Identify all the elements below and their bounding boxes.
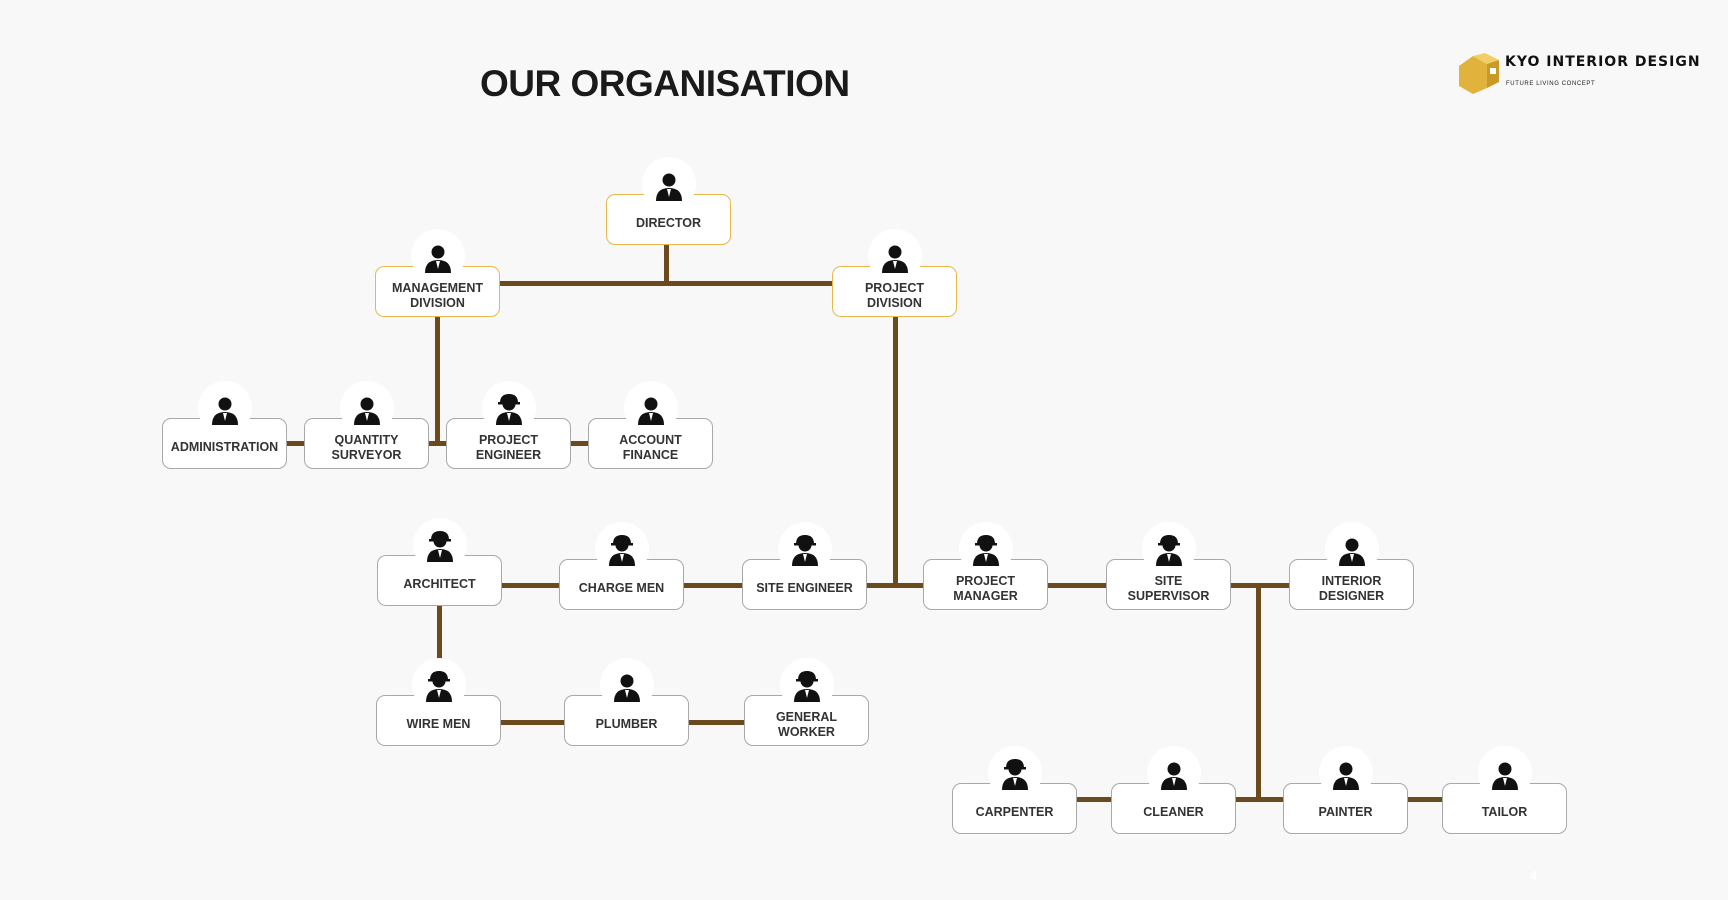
node-label: ARCHITECT [403,577,476,591]
node-wire-men: WIRE MEN [376,658,501,746]
node-painter: PAINTER [1283,746,1408,834]
node-label: GENERAL WORKER [775,709,838,739]
logo-name: KYO INTERIOR DESIGN [1505,54,1701,70]
node-label: MANAGEMENT DIVISION [392,280,483,310]
connector [287,441,589,446]
node-site-engineer: SITE ENGINEER [742,522,867,610]
node-label: PROJECT MANAGER [953,573,1018,603]
connector [1077,797,1443,802]
businessman-icon [641,157,696,211]
page-number: 4 [1530,868,1538,883]
node-project-engineer: PROJECT ENGINEER [446,381,571,469]
engineer-tools-icon [481,381,536,435]
wireman-icon [411,658,466,712]
electrician-icon [594,522,649,576]
connector [499,281,833,286]
node-project-division: PROJECT DIVISION [832,229,957,317]
node-label: QUANTITY SURVEYOR [331,432,402,462]
node-label: INTERIOR DESIGNER [1318,573,1385,603]
connector [664,245,669,285]
node-tailor: TAILOR [1442,746,1567,834]
page-title: OUR ORGANISATION [480,63,850,104]
node-label: ADMINISTRATION [170,440,279,454]
node-administration: ADMINISTRATION [162,381,287,469]
node-label: CLEANER [1143,805,1204,819]
architect-icon [412,518,467,572]
node-cleaner: CLEANER [1111,746,1236,834]
node-label: PLUMBER [595,717,658,731]
node-label: CHARGE MEN [578,581,665,595]
node-label: PROJECT DIVISION [864,280,925,310]
painter-roller-icon [1318,746,1373,800]
node-interior-designer: INTERIOR DESIGNER [1289,522,1414,610]
clipboard-person-icon [339,381,394,435]
company-logo: KYO INTERIOR DESIGN FUTURE LIVING CONCEP… [1455,50,1700,98]
node-general-worker: GENERAL WORKER [744,658,869,746]
node-label: SITE ENGINEER [756,581,853,595]
plumber-wrench-icon [599,658,654,712]
node-quantity-surveyor: QUANTITY SURVEYOR [304,381,429,469]
node-carpenter: CARPENTER [952,746,1077,834]
finance-woman-icon [623,381,678,435]
connector [437,606,442,696]
connector [1256,583,1261,801]
logo-tagline: FUTURE LIVING CONCEPT [1506,81,1596,87]
designer-laptop-icon [1324,522,1379,576]
node-label: TAILOR [1481,805,1528,819]
node-director: DIRECTOR [606,157,731,245]
node-label: WIRE MEN [406,717,471,731]
tailor-sewing-icon [1477,746,1532,800]
node-site-supervisor: SITE SUPERVISOR [1106,522,1231,610]
office-desk-icon [410,229,465,283]
node-account-finance: ACCOUNT FINANCE [588,381,713,469]
manager-worker-icon [958,522,1013,576]
house-logo-icon [1459,53,1499,94]
node-project-manager: PROJECT MANAGER [923,522,1048,610]
connector [435,316,440,445]
connector [501,583,1290,588]
node-label: SITE SUPERVISOR [1127,573,1210,603]
node-label: PROJECT ENGINEER [475,432,542,462]
connector [893,316,898,587]
node-management-division: MANAGEMENT DIVISION [375,229,500,317]
node-label: PAINTER [1318,805,1373,819]
node-label: CARPENTER [975,805,1054,819]
node-charge-men: CHARGE MEN [559,522,684,610]
cleaner-icon [1146,746,1201,800]
supervisor-icon [1141,522,1196,576]
node-label: DIRECTOR [635,216,702,230]
carpenter-icon [987,746,1042,800]
presentation-board-icon [867,229,922,283]
node-label: ACCOUNT FINANCE [619,432,682,462]
node-architect: ARCHITECT [377,518,502,606]
node-plumber: PLUMBER [564,658,689,746]
general-worker-icon [779,658,834,712]
headset-operator-icon [197,381,252,435]
hardhat-worker-icon [777,522,832,576]
